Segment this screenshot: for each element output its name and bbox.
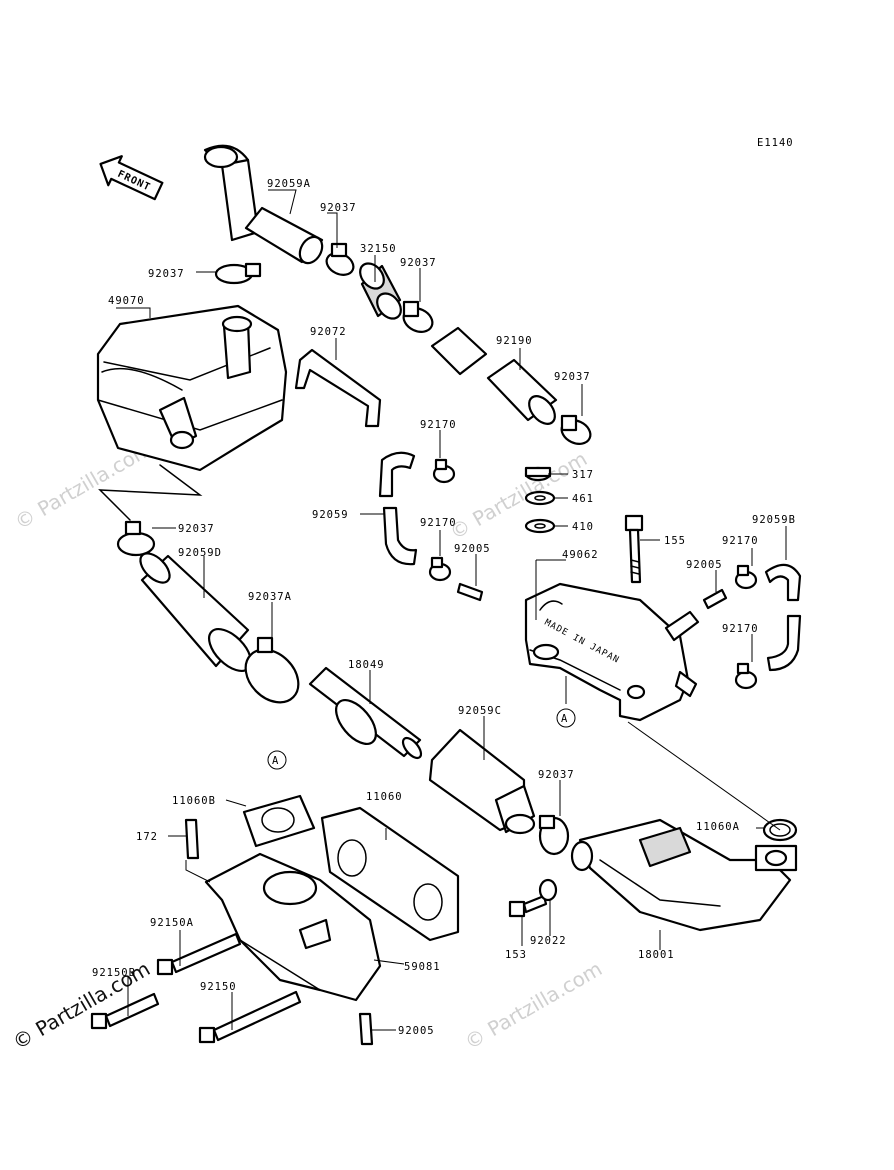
stud-92005 <box>358 1012 374 1046</box>
diagram-code: E1140 <box>757 137 794 149</box>
hose-92059D <box>139 552 252 672</box>
pipe-18049 <box>308 666 423 760</box>
part-label-11060B: 11060B <box>172 795 216 807</box>
part-label-461: 461 <box>572 493 594 505</box>
part-label-410: 410 <box>572 521 594 533</box>
gasket-11060 <box>320 806 460 942</box>
part-label-92150: 92150 <box>200 981 237 993</box>
hose-clamp-92037 <box>402 300 434 333</box>
muffler-18001 <box>570 818 798 932</box>
part-label-92037: 92037 <box>538 769 575 781</box>
part-label-49062: 49062 <box>562 549 599 561</box>
exhaust-pipe-49062 <box>524 582 700 722</box>
hose-92190 <box>430 326 558 425</box>
bracket-92072 <box>294 348 382 428</box>
hose-clamp-92170 <box>432 458 456 484</box>
part-label-92170: 92170 <box>420 419 457 431</box>
part-label-11060: 11060 <box>366 791 403 803</box>
bolt-155 <box>624 514 644 584</box>
hose-clamp-92037 <box>560 414 592 445</box>
part-label-92072: 92072 <box>310 326 347 338</box>
reference-marker-a: A <box>267 750 287 770</box>
part-label-92005: 92005 <box>686 559 723 571</box>
bolt-92150A <box>156 932 242 976</box>
hose-92059C <box>428 728 536 835</box>
hose-clamp-92170 <box>428 556 452 582</box>
washer-461 <box>524 490 556 506</box>
part-label-92059C: 92059C <box>458 705 502 717</box>
part-label-317: 317 <box>572 469 594 481</box>
front-arrow: FRONT <box>99 155 164 201</box>
watermark-text: © Partzilla.com <box>461 956 607 1054</box>
part-labels: 92059A 92037 92037 32150 92037 49070 920… <box>92 178 796 1037</box>
hose-clamp-92037 <box>325 242 355 276</box>
stud-172 <box>184 818 200 860</box>
manifold-59081 <box>204 852 382 1002</box>
small-hose-92059 <box>378 451 418 566</box>
hose-clamp-92170 <box>734 662 758 690</box>
part-label-32150: 32150 <box>360 243 397 255</box>
nut-317 <box>524 466 552 482</box>
part-label-92059D: 92059D <box>178 547 222 559</box>
part-label-11060A: 11060A <box>696 821 740 833</box>
part-label-92170: 92170 <box>420 517 457 529</box>
part-label-92059: 92059 <box>312 509 349 521</box>
leader-lines <box>116 189 787 1031</box>
small-hose-92059B <box>764 563 802 672</box>
stud-92005 <box>456 582 484 602</box>
marker-text: A <box>272 755 279 767</box>
muffler-49070 <box>96 304 288 521</box>
stud-92005 <box>702 588 728 610</box>
washer-92022 <box>538 878 558 902</box>
washer-410 <box>524 518 556 534</box>
part-label-92170: 92170 <box>722 535 759 547</box>
part-label-153: 153 <box>505 949 527 961</box>
marker-text: A <box>561 713 568 725</box>
part-label-92022: 92022 <box>530 935 567 947</box>
part-label-59081: 59081 <box>404 961 441 973</box>
hose-clamp-92170 <box>734 564 758 590</box>
reference-marker-a: A <box>556 708 576 728</box>
hose-clamp-92037 <box>116 520 156 557</box>
front-arrow-shape <box>99 155 164 201</box>
part-label-92037A: 92037A <box>248 591 292 603</box>
hose-clamp-92037 <box>538 814 570 856</box>
watermark-text: © Partzilla.com <box>446 446 592 544</box>
part-label-18001: 18001 <box>638 949 675 961</box>
part-label-92037: 92037 <box>148 268 185 280</box>
part-label-92037: 92037 <box>178 523 215 535</box>
part-label-172: 172 <box>136 831 158 843</box>
part-label-92150A: 92150A <box>150 917 194 929</box>
part-label-49070: 49070 <box>108 295 145 307</box>
part-label-92190: 92190 <box>496 335 533 347</box>
part-label-155: 155 <box>664 535 686 547</box>
part-label-92005: 92005 <box>454 543 491 555</box>
bolt-92150B <box>90 992 160 1030</box>
bolt-92150 <box>198 990 302 1044</box>
gasket-11060B <box>242 794 316 848</box>
rubber-joint-32150 <box>359 262 402 320</box>
part-label-92037: 92037 <box>320 202 357 214</box>
hose-clamp-92037A <box>244 636 300 704</box>
part-label-92037: 92037 <box>400 257 437 269</box>
part-label-92005: 92005 <box>398 1025 435 1037</box>
part-label-18049: 18049 <box>348 659 385 671</box>
part-label-92059A: 92059A <box>267 178 311 190</box>
bolt-153 <box>508 894 548 918</box>
part-label-92037: 92037 <box>554 371 591 383</box>
hose-clamp-92037 <box>214 262 262 285</box>
part-label-92059B: 92059B <box>752 514 796 526</box>
elbow-hose-92059A <box>203 144 324 265</box>
part-label-92170: 92170 <box>722 623 759 635</box>
part-label-92150B: 92150B <box>92 967 136 979</box>
